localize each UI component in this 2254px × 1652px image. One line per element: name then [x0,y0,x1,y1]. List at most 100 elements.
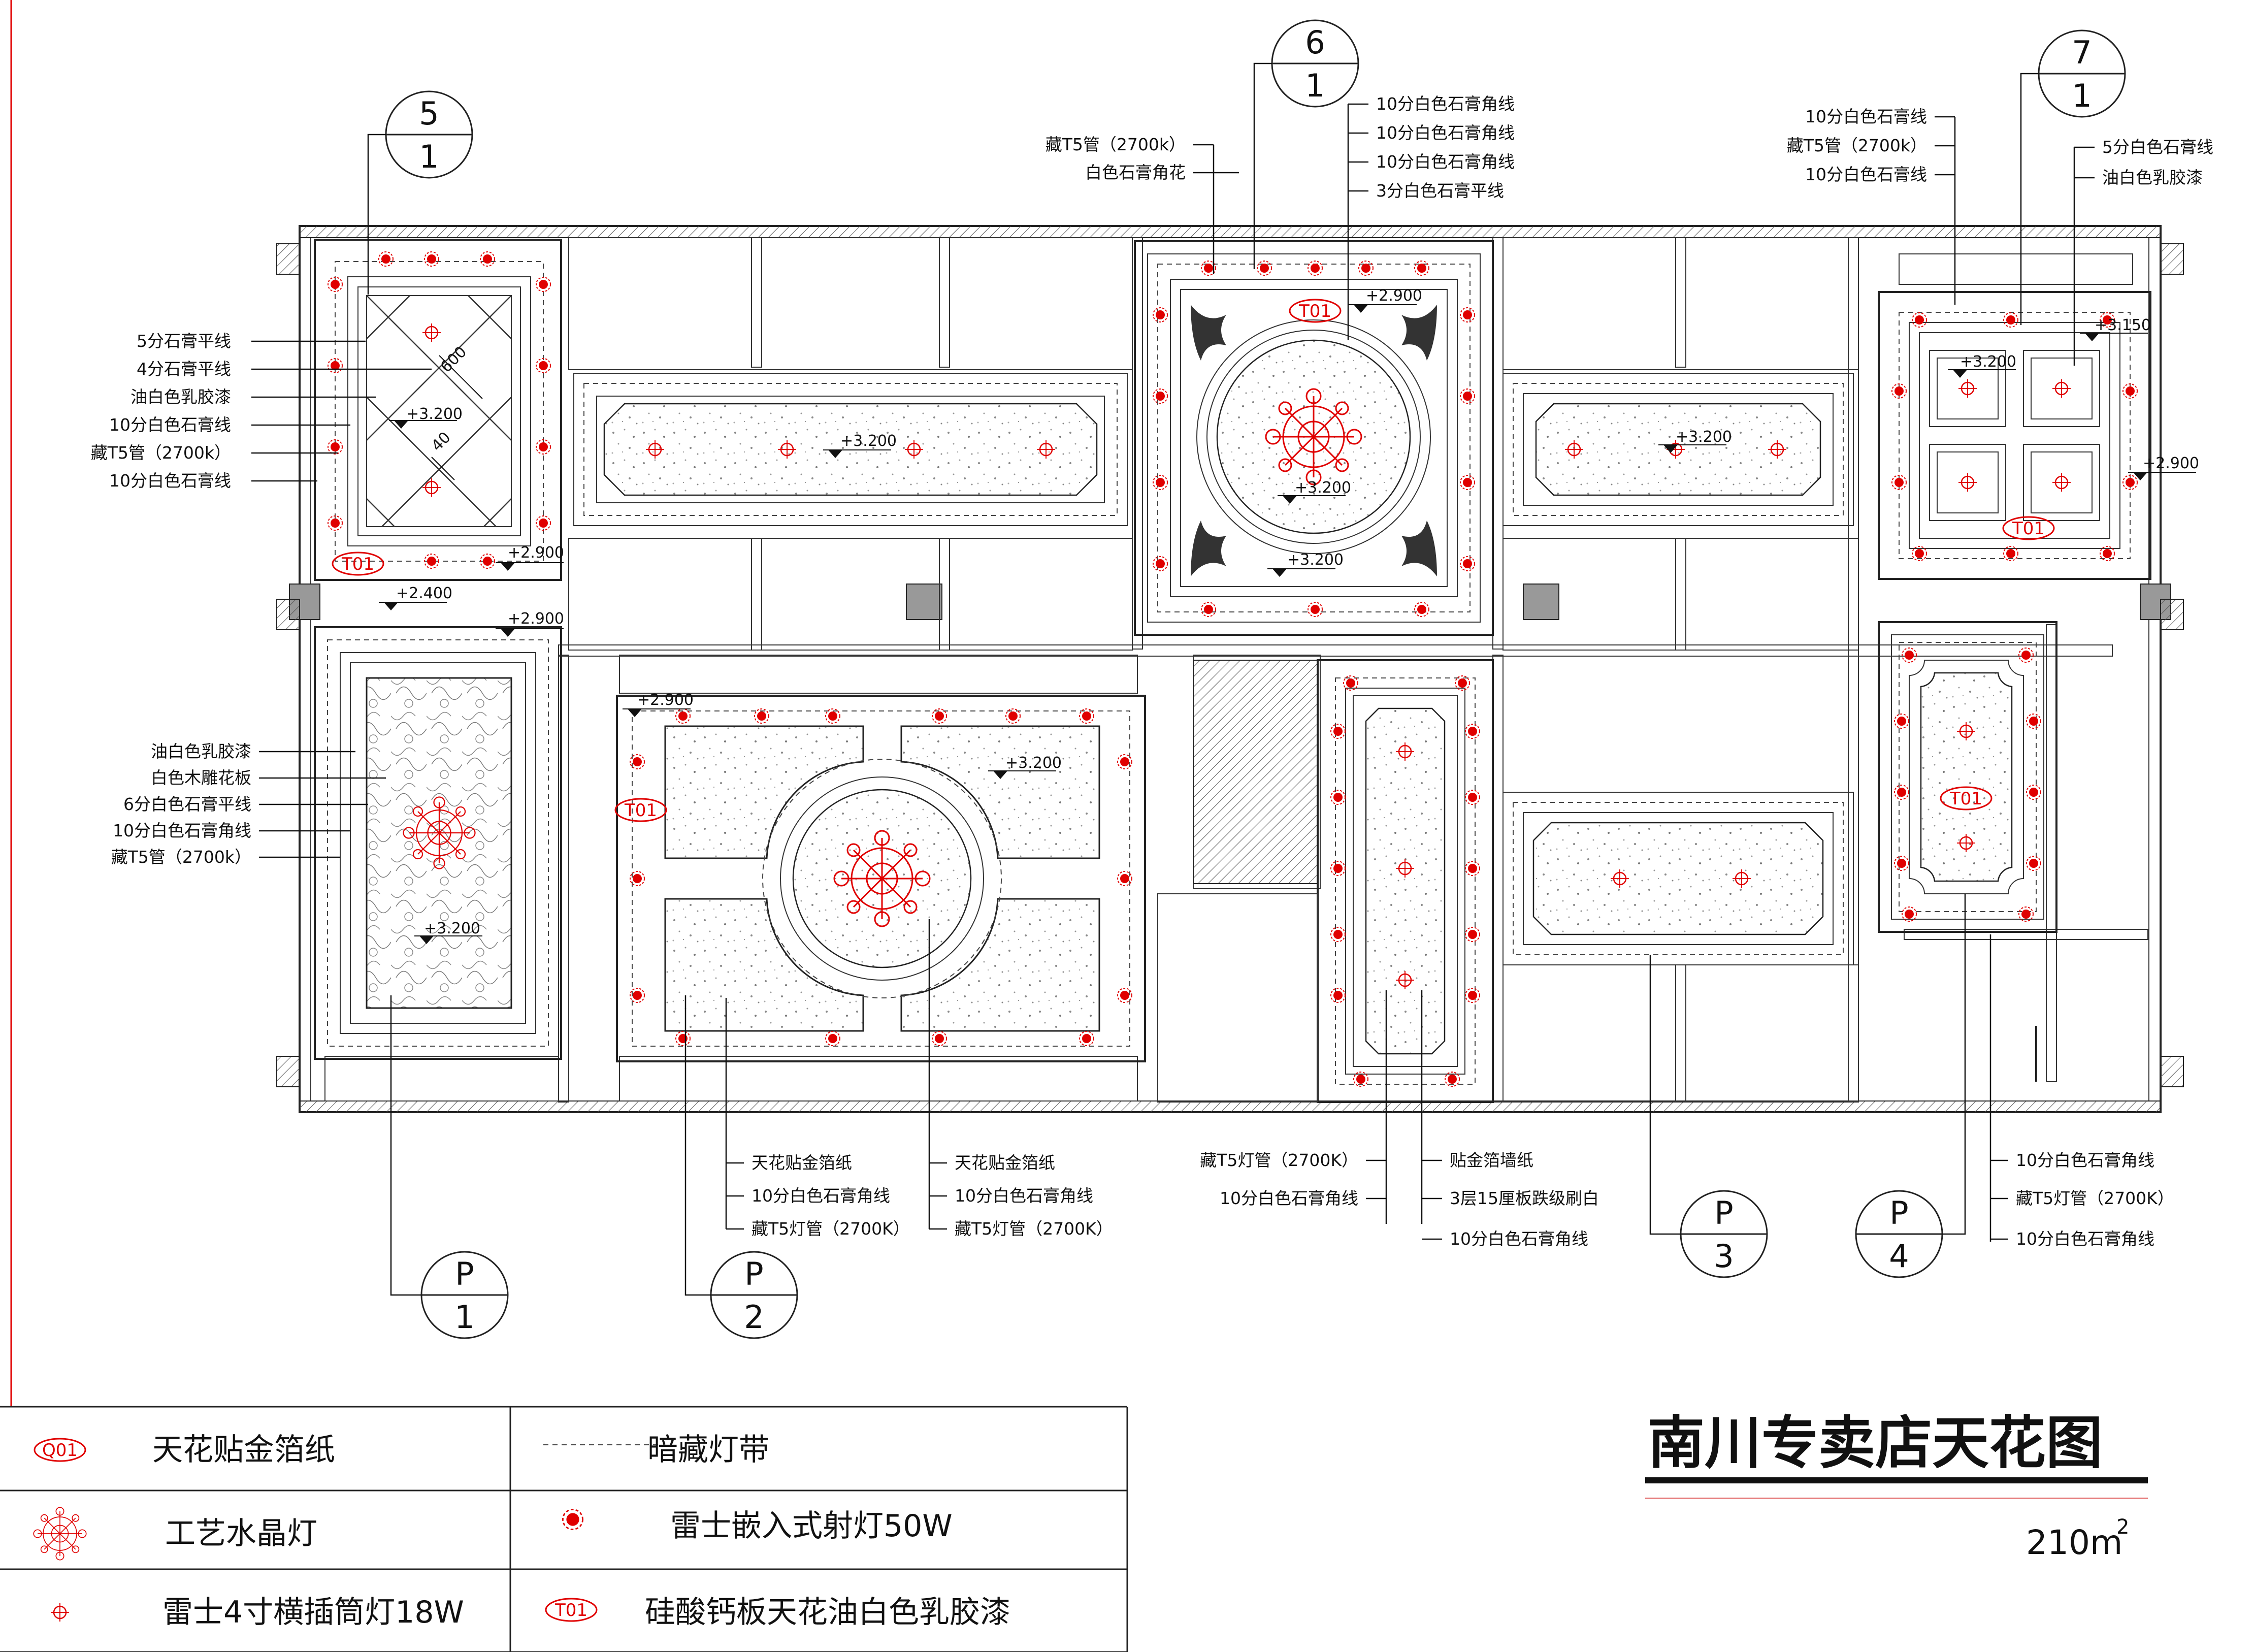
svg-text:油白色乳胶漆: 油白色乳胶漆 [151,741,251,761]
svg-text:10分白色石膏角线: 10分白色石膏角线 [2016,1150,2154,1170]
page-title: 南川专卖店天花图 [1648,1410,2103,1476]
panel-top-right-middle [1502,373,1854,526]
room-p4-ceiling [1878,621,2057,933]
svg-text:4分石膏平线: 4分石膏平线 [137,359,231,379]
area-superscript: 2 [2116,1515,2129,1539]
legend-label: 雷士嵌入式射灯50W [670,1508,953,1544]
svg-text:藏T5灯管（2700K）: 藏T5灯管（2700K） [955,1219,1113,1239]
annotations-p3: 藏T5灯管（2700K） 10分白色石膏角线 贴金箔墙纸 3层15厘板跌级刷白 … [1200,1150,1599,1249]
elevation-markers: +3.200 +2.900 +2.400 +2.900 +3.200 +3.20… [378,287,2199,945]
svg-text:1: 1 [454,1299,474,1336]
elevation-label: +3.200 [1287,551,1344,569]
svg-text:藏T5管（2700k）: 藏T5管（2700k） [1046,135,1186,154]
bubble-7-1: 71 [2038,29,2126,118]
elevation-label: +2.900 [1366,287,1422,305]
svg-text:T01: T01 [554,1600,587,1621]
bubble-leaders [367,62,2039,1296]
svg-text:油白色乳胶漆: 油白色乳胶漆 [2102,168,2203,187]
detail-bubbles: 51 61 71 P1 P2 P3 P4 [385,19,2126,1339]
elevation-label: +3.150 [2095,316,2151,334]
elevation-label: +2.400 [396,585,452,602]
svg-text:藏T5灯管（2700K）: 藏T5灯管（2700K） [752,1219,910,1239]
svg-text:藏T5管（2700k）: 藏T5管（2700k） [1787,136,1927,155]
svg-text:藏T5灯管（2700K）: 藏T5灯管（2700K） [2016,1188,2174,1208]
svg-text:10分白色石膏线: 10分白色石膏线 [109,471,231,491]
svg-text:Q01: Q01 [42,1440,78,1461]
svg-text:10分白色石膏线: 10分白色石膏线 [1805,107,1927,126]
svg-text:1: 1 [2072,77,2092,114]
beams [324,237,2148,1103]
legend-label: 雷士4寸横插筒灯18W [162,1595,464,1630]
svg-text:3层15厘板跌级刷白: 3层15厘板跌级刷白 [1450,1188,1599,1208]
elevation-label: +3.200 [1960,353,2016,371]
bubble-p-4: P4 [1855,1190,1943,1278]
svg-text:T01: T01 [1298,301,1331,321]
t01-tag: T01 [2002,516,2055,540]
annotations-room-p1: 油白色乳胶漆 白色木雕花板 6分白色石膏平线 10分白色石膏角线 藏T5管（27… [111,741,251,867]
dimension-40: 40 [428,429,454,455]
svg-text:藏T5管（2700k）: 藏T5管（2700k） [111,847,251,867]
svg-text:T01: T01 [341,554,374,574]
annotations-p2: 天花贴金箔纸 10分白色石膏角线 藏T5灯管（2700K） 天花贴金箔纸 10分… [726,1153,1113,1239]
annotations-room-6: 10分白色石膏角线 10分白色石膏角线 10分白色石膏角线 3分白色石膏平线 藏… [1046,94,1515,201]
bubble-p-3: P3 [1680,1190,1768,1278]
elevation-label: +3.200 [1295,479,1351,497]
svg-text:6: 6 [1305,24,1325,61]
svg-text:油白色乳胶漆: 油白色乳胶漆 [130,387,231,407]
svg-text:3: 3 [1714,1238,1734,1275]
svg-text:5分白色石膏线: 5分白色石膏线 [2102,137,2213,157]
crystal-lamp-icon [33,1507,87,1561]
svg-text:10分白色石膏角线: 10分白色石膏角线 [113,821,251,840]
downlight-icon [50,1602,70,1623]
spotlight-icon [562,1508,583,1531]
svg-text:P: P [744,1255,763,1292]
t01-tag: T01 [332,552,384,576]
svg-text:T01: T01 [624,800,657,821]
svg-text:5: 5 [419,95,439,132]
panel-center-right [1502,792,1854,965]
t01-tag: T01 [1940,786,1992,811]
svg-text:10分白色石膏角线: 10分白色石膏角线 [955,1186,1093,1206]
svg-text:1: 1 [419,138,439,175]
svg-text:贴金箔墙纸: 贴金箔墙纸 [1450,1150,1533,1170]
svg-text:6分白色石膏平线: 6分白色石膏平线 [123,794,251,814]
elevation-label: +2.900 [637,691,694,709]
elevation-label: +3.200 [424,920,480,937]
bubble-5-1: 51 [385,90,473,179]
outer-walls [276,225,2184,1113]
room-p2-round-ceiling [616,695,1146,1062]
svg-text:T01: T01 [2012,519,2045,539]
legend-label: 天花贴金箔纸 [152,1432,335,1468]
svg-text:10分白色石膏角线: 10分白色石膏角线 [752,1186,890,1206]
svg-text:7: 7 [2072,34,2092,71]
svg-text:10分白色石膏角线: 10分白色石膏角线 [1450,1229,1588,1249]
svg-text:5分石膏平线: 5分石膏平线 [137,331,231,351]
svg-text:P: P [455,1255,474,1292]
stair-area [1157,660,2037,1103]
svg-text:白色木雕花板: 白色木雕花板 [151,768,251,788]
bubble-p-1: P1 [420,1251,509,1339]
svg-text:藏T5管（2700k）: 藏T5管（2700k） [91,443,231,463]
svg-text:4: 4 [1889,1238,1909,1275]
t01-tag: T01 [1289,299,1342,323]
annotations-room-7: 10分白色石膏线 藏T5管（2700k） 10分白色石膏线 5分白色石膏线 油白… [1787,107,2213,187]
area-value: 210m [2026,1523,2122,1562]
elevation-label: +2.900 [508,544,564,562]
annotation-leaders [251,104,2075,1242]
svg-text:白色石膏角花: 白色石膏角花 [1085,163,1186,182]
room-7-grid-ceiling [1878,291,2151,580]
svg-text:天花贴金箔纸: 天花贴金箔纸 [752,1153,852,1173]
q01-tag-icon: Q01 [34,1438,86,1462]
svg-text:10分白色石膏角线: 10分白色石膏角线 [1376,152,1515,172]
t01-tag: T01 [614,798,667,822]
annotations-room-5: 5分石膏平线 4分石膏平线 油白色乳胶漆 10分白色石膏线 藏T5管（2700k… [91,331,231,491]
legend-label: 工艺水晶灯 [165,1516,317,1551]
svg-text:10分白色石膏角线: 10分白色石膏角线 [1376,123,1515,143]
svg-text:P: P [1714,1194,1733,1232]
room-p3-narrow-ceiling [1317,659,1494,1103]
svg-text:藏T5灯管（2700K）: 藏T5灯管（2700K） [1200,1150,1358,1170]
svg-text:天花贴金箔纸: 天花贴金箔纸 [955,1153,1055,1173]
legend-label: 暗藏灯带 [647,1432,769,1468]
room-5-lattice-ceiling [314,239,562,581]
